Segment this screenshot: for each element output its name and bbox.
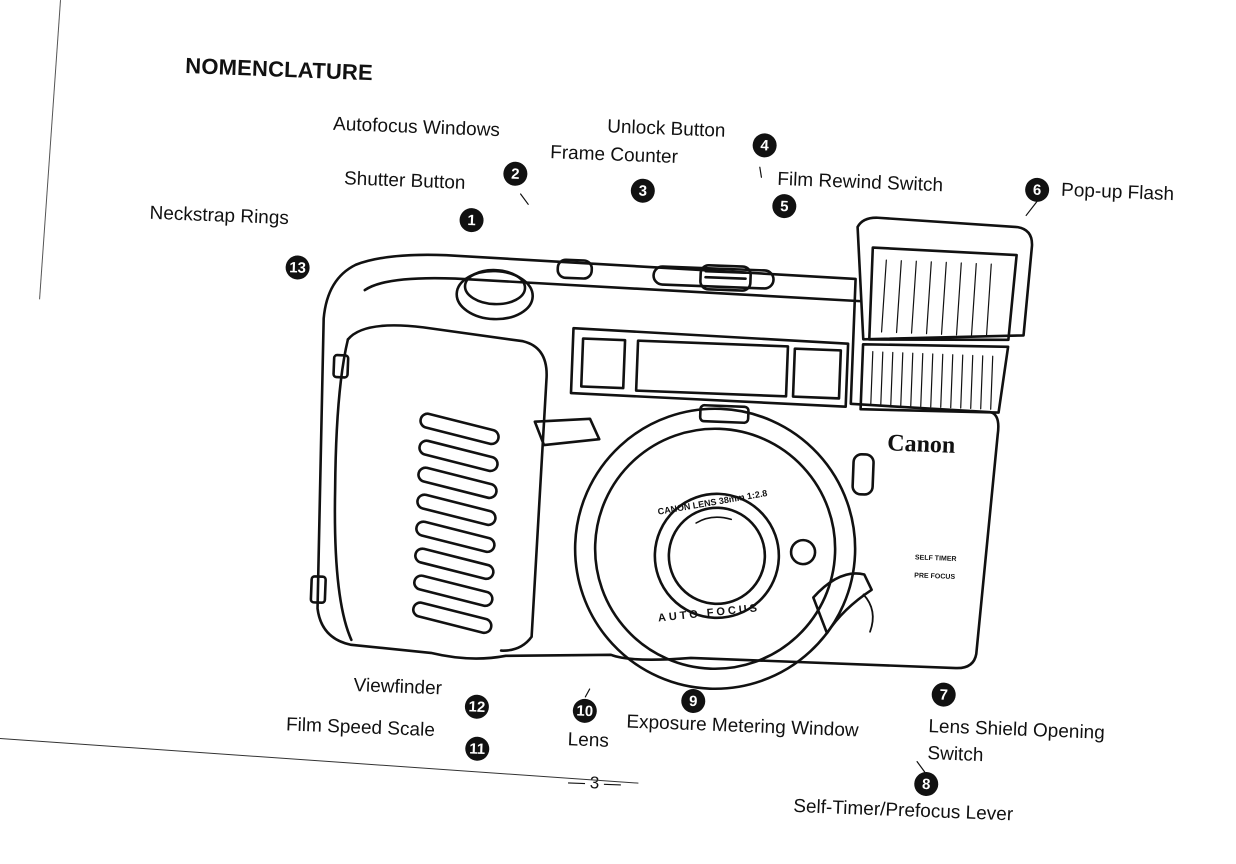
label-lens-shield-opening-switch: Lens Shield Opening Switch (927, 716, 1106, 766)
camera-body-outline (311, 251, 1004, 679)
self-timer-lever (812, 572, 872, 635)
label-unlock-button: Unlock Button (606, 116, 726, 142)
exposure-metering-window (791, 540, 816, 565)
lens-ring-text: CANON LENS 38mm 1:2.8 (657, 488, 768, 517)
label-neckstrap-rings: Neckstrap Rings (149, 202, 290, 230)
popup-flash (853, 217, 1033, 346)
neckstrap-ring-lower (311, 576, 326, 603)
frame-counter-window (557, 260, 592, 279)
lens-outer-ring (570, 403, 861, 694)
self-timer-text: SELF TIMER (915, 554, 957, 563)
lens-shield-switch (852, 454, 874, 495)
label-lens: Lens (567, 729, 610, 752)
film-rewind-switch (653, 266, 774, 289)
prefocus-text: PRE FOCUS (914, 572, 955, 581)
grip-slots (411, 412, 501, 634)
autofocus-windows-panel (571, 328, 848, 407)
viewfinder-window (534, 417, 600, 447)
label-viewfinder: Viewfinder (353, 674, 443, 700)
brand-logo: Canon (887, 430, 956, 459)
camera-grip (336, 324, 548, 652)
label-frame-counter: Frame Counter (549, 142, 679, 169)
neckstrap-ring-upper (333, 355, 348, 378)
page-number: — 3 — (567, 772, 622, 794)
label-shutter-button: Shutter Button (343, 168, 466, 194)
auto-focus-text: AUTO FOCUS (657, 602, 760, 624)
lens-glass (653, 491, 782, 620)
label-popup-flash: Pop-up Flash (1060, 179, 1175, 206)
